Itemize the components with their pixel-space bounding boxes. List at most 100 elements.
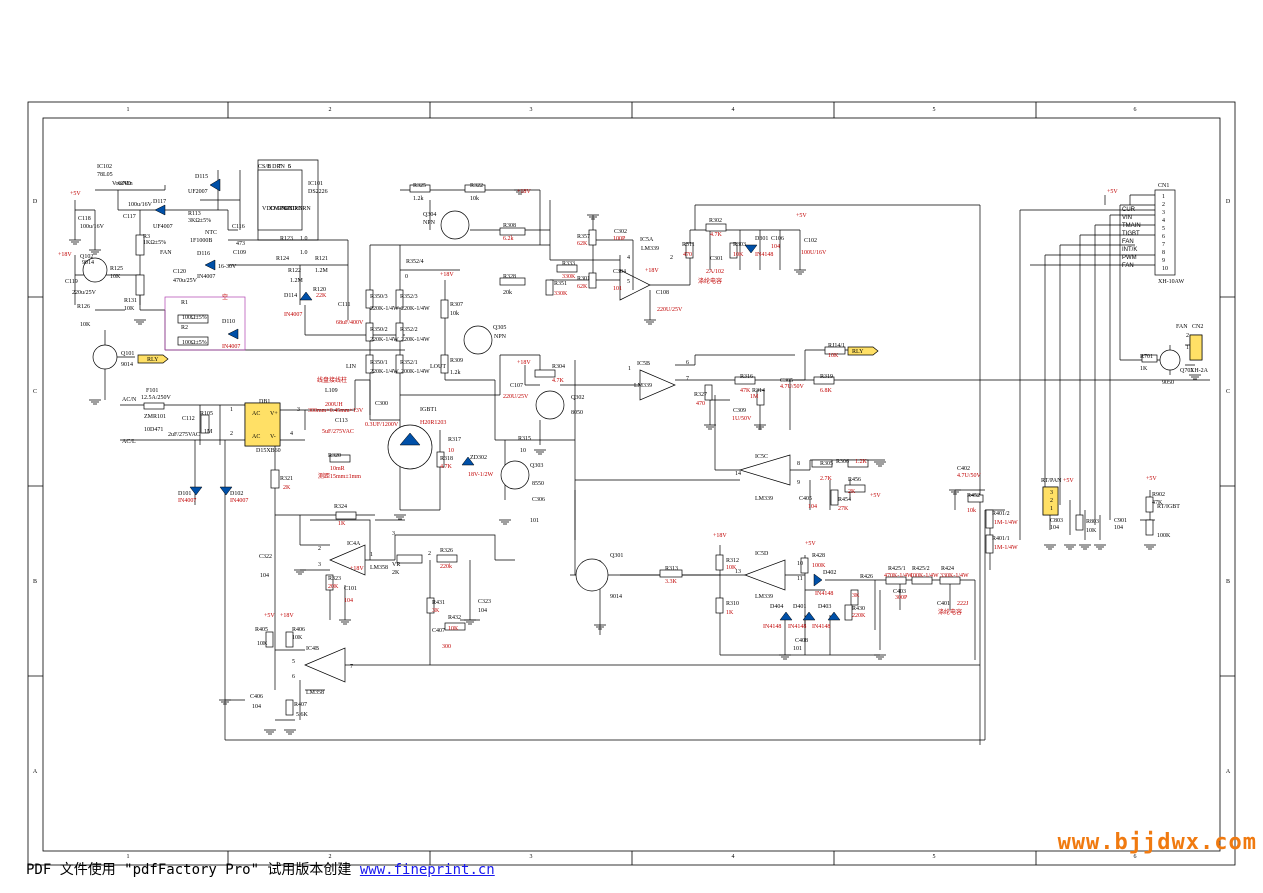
- pin-number-18: 2: [428, 551, 431, 557]
- q102-label-0: Q102: [80, 254, 93, 260]
- ic102-label-4: Vin: [124, 181, 133, 187]
- d403-label-1: IN4148: [812, 624, 830, 630]
- r304-label-0: R304: [552, 364, 565, 370]
- c300-label-0: C300: [375, 401, 388, 407]
- pin-number-9: 13: [735, 569, 741, 575]
- r407-label-0: R407: [294, 702, 307, 708]
- d115-label-1: UF2007: [188, 189, 208, 195]
- r701-label-0: R701: [1140, 354, 1153, 360]
- r327-label-0: R327: [694, 392, 707, 398]
- r113-label-0: R113: [188, 211, 201, 217]
- c112-label-0: C112: [182, 416, 195, 422]
- ic5a-label-0: IC5A: [640, 237, 654, 243]
- ground-symbol-icon: [949, 489, 961, 495]
- pin-number-14: 3: [318, 562, 321, 568]
- r326-label-0: R326: [440, 548, 453, 554]
- ic102-label-0: IC102: [97, 164, 112, 170]
- grid-col-label: 5: [933, 107, 936, 113]
- c403-label-0: C403: [893, 589, 906, 595]
- ground-symbol-icon: [89, 249, 101, 255]
- c322-label-0: C322: [259, 554, 272, 560]
- db1-label-7: 2: [230, 431, 233, 437]
- c109-label-1: 16-30V: [218, 264, 237, 270]
- ground-symbol-icon: [1079, 544, 1091, 550]
- red1-note: 300mm×0.45mm×13V: [308, 408, 364, 414]
- grid-row-label: C: [33, 389, 37, 395]
- cn2-label-4: 1: [1186, 345, 1189, 351]
- d301-label-1: IN4148: [755, 252, 773, 258]
- ground-symbol-icon: [1144, 544, 1156, 550]
- ground-symbol-icon: [779, 654, 791, 660]
- r122-label-1: 1.2M: [290, 278, 304, 284]
- c108-label-0: C108: [656, 290, 669, 296]
- pin-number-10: 10: [797, 561, 803, 567]
- cn2-label-2: FAN: [1176, 324, 1188, 330]
- c106-label-0: C106: [771, 236, 784, 242]
- r121-label-0: R121: [315, 256, 328, 262]
- q303-label-1: 8550: [532, 481, 544, 487]
- r352-1-label-0: R352/1: [400, 360, 418, 366]
- r431-label-1: 3K: [432, 608, 440, 614]
- r321-label-0: R321: [280, 476, 293, 482]
- c401-label-0: C401: [937, 601, 950, 607]
- c300-label-1: 0.3UF/1200V: [365, 422, 399, 428]
- q101-label-0: Q101: [121, 351, 134, 357]
- r131-label-1: 10K: [124, 306, 135, 312]
- c407-label-0: C407: [432, 628, 445, 634]
- r401-2-label-0: R401/2: [992, 511, 1010, 517]
- r316-label-1: 47K: [740, 388, 751, 394]
- plus5-net-label: +5V: [70, 191, 81, 197]
- r327-label-1: 470: [696, 401, 705, 407]
- r350-2-label-1: 220K-1/4W: [370, 337, 399, 343]
- ground-symbol-icon: [534, 449, 546, 455]
- r452-label-0: R452: [967, 493, 980, 499]
- cn1-label-3: 2: [1162, 202, 1165, 208]
- r324-label-0: R324: [334, 504, 347, 510]
- ground-symbol-icon: [587, 214, 599, 220]
- r456-label-0: R456: [848, 477, 861, 483]
- r407-label-1: 5.6K: [296, 712, 309, 718]
- grid-row-label: C: [1226, 389, 1230, 395]
- r313-label-0: R313: [665, 566, 678, 572]
- c406-label-1: 104: [252, 704, 261, 710]
- r317-label-1: 10: [448, 448, 454, 454]
- r456-label-1: 2K: [848, 489, 856, 495]
- r315-label-0: R315: [518, 436, 531, 442]
- grid-col-label: 4: [732, 107, 735, 113]
- r121-label-1: 1.2M: [315, 268, 329, 274]
- ground-symbol-icon: [754, 424, 766, 430]
- r311-label-1: 470: [683, 252, 692, 258]
- q305-label-0: Q305: [493, 325, 506, 331]
- grid-col-label: 5: [933, 854, 936, 860]
- r124-label-1: 1.0: [300, 250, 308, 256]
- pin-number-16: 6: [292, 674, 295, 680]
- r322-label-1: 10k: [470, 196, 479, 202]
- supply-net-label-3: +18V: [645, 268, 659, 274]
- ic101-label-7: CS/E DRN: [258, 164, 286, 170]
- pin-number-17: 7: [350, 664, 353, 670]
- d301-label-0: D301: [755, 236, 768, 242]
- r306-label-0: R306: [836, 459, 849, 465]
- ground-symbol-icon: [644, 319, 656, 325]
- red-cap2-note: 涤纶电容: [938, 608, 962, 616]
- r701-label-1: 1K: [1140, 366, 1148, 372]
- ground-symbol-icon: [219, 699, 231, 705]
- ground-symbol-icon: [1044, 544, 1056, 550]
- ic5d-label-0: IC5D: [755, 551, 769, 557]
- r405-label-1: 10K: [257, 641, 268, 647]
- db1-label-9: 4: [290, 431, 293, 437]
- r351-label-0: R351: [554, 281, 567, 287]
- d110-label-1: IN4007: [222, 344, 240, 350]
- c309-label-0: C309: [733, 408, 746, 414]
- ic4a-label-0: IC4A: [347, 541, 361, 547]
- c302-label-0: C302: [614, 229, 627, 235]
- coil-in-label: LIN: [346, 364, 357, 370]
- footer-link[interactable]: www.fineprint.cn: [359, 862, 495, 878]
- r3141-label-0: RJ14/1: [828, 343, 845, 349]
- pin-number-2: 2: [670, 255, 673, 261]
- c107-label-1: 220U/25V: [503, 394, 529, 400]
- q301-label-1: 9014: [610, 594, 622, 600]
- pdf-footer: PDF 文件使用 "pdfFactory Pro" 试用版本创建 www.fin…: [26, 859, 495, 879]
- c305-label-1: 4.7U/50V: [780, 384, 805, 390]
- ic101-label-6: DRN: [298, 206, 311, 212]
